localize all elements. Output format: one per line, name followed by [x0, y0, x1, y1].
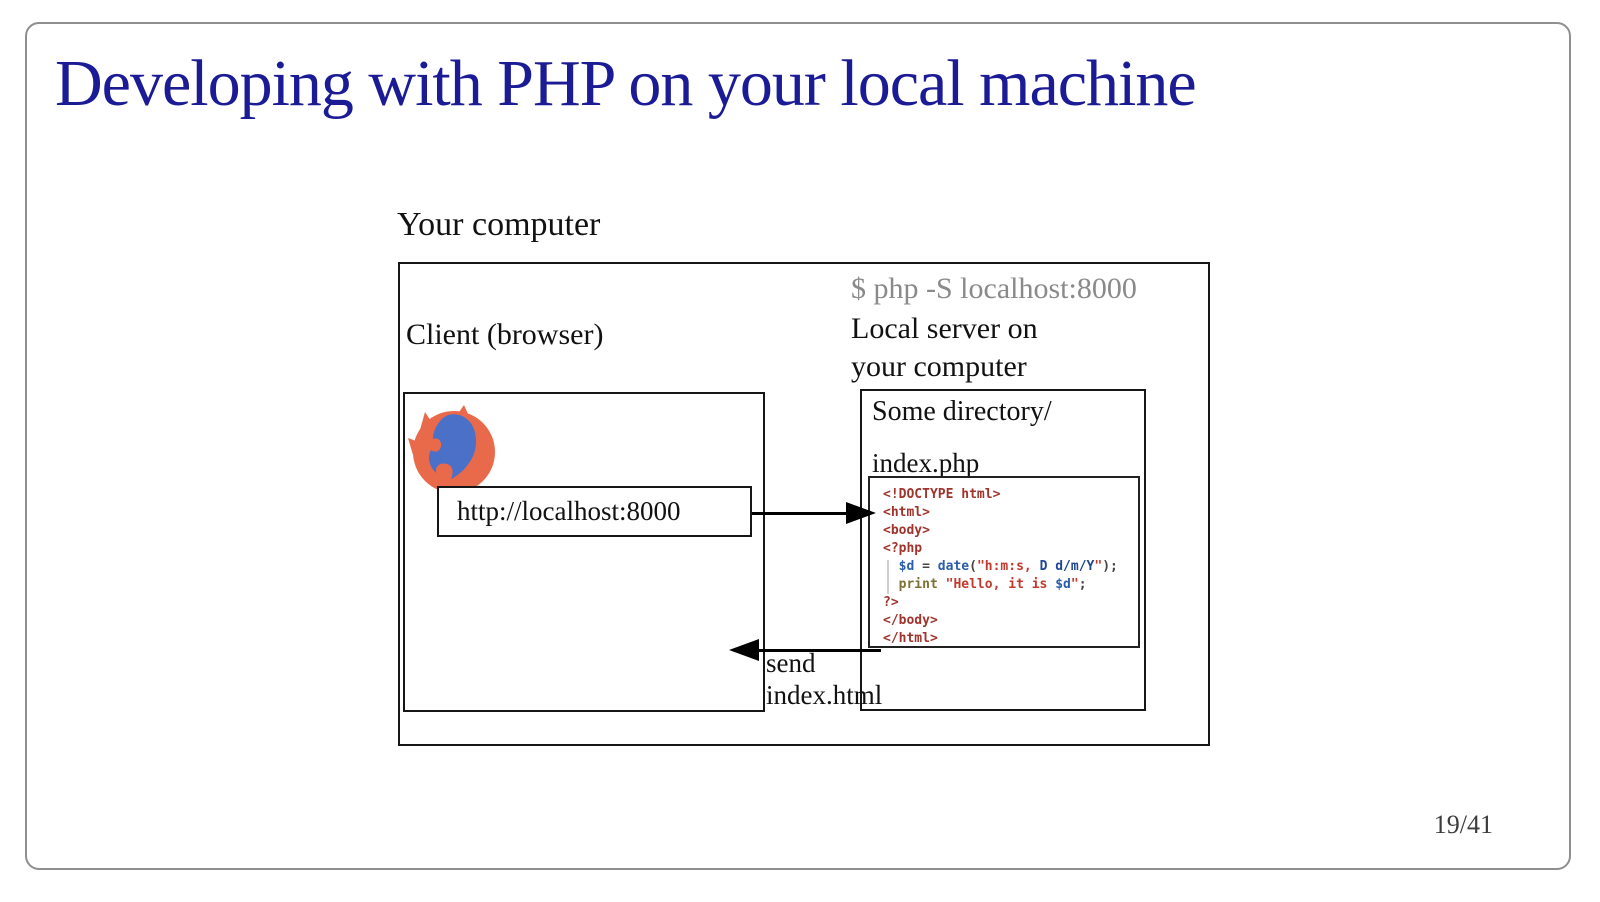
- file-name-label: index.php: [872, 448, 980, 478]
- send-label-line1: send: [766, 648, 816, 678]
- request-arrow-line: [752, 512, 848, 515]
- code-block: <!DOCTYPE html> <html> <body> <?php $d = da…: [868, 476, 1140, 648]
- code-line: ?>: [883, 595, 899, 610]
- response-arrowhead-icon: [729, 639, 759, 661]
- your-computer-label: Your computer: [397, 206, 601, 243]
- response-arrow-line: [757, 649, 881, 652]
- code-line: <!DOCTYPE html>: [883, 487, 1001, 502]
- firefox-icon: [408, 405, 495, 493]
- slide-border: [25, 22, 1571, 870]
- slide-title: Developing with PHP on your local machin…: [55, 47, 1197, 120]
- code-indent-guide: [887, 560, 889, 594]
- request-arrowhead-icon: [846, 502, 876, 524]
- php-server-command: $ php -S localhost:8000: [851, 272, 1137, 305]
- page-number: 19/41: [1433, 810, 1493, 839]
- code-line: <body>: [883, 523, 930, 538]
- code-line: print "Hello, it is $d";: [898, 577, 1087, 592]
- local-server-label-line2: your computer: [851, 350, 1027, 383]
- directory-label: Some directory/: [872, 396, 1052, 427]
- code-line: <html>: [883, 505, 930, 520]
- client-box: [403, 392, 765, 712]
- code-line: <?php: [883, 541, 923, 556]
- address-bar: http://localhost:8000: [437, 486, 752, 537]
- code-line: </body>: [883, 613, 938, 628]
- code-line: $d = date("h:m:s, D d/m/Y");: [898, 559, 1118, 574]
- client-browser-label: Client (browser): [406, 318, 604, 351]
- local-server-label-line1: Local server on: [851, 312, 1038, 345]
- send-label-line2: index.html: [766, 680, 883, 710]
- code-line: </html>: [883, 631, 938, 646]
- your-computer-box: [398, 262, 1210, 746]
